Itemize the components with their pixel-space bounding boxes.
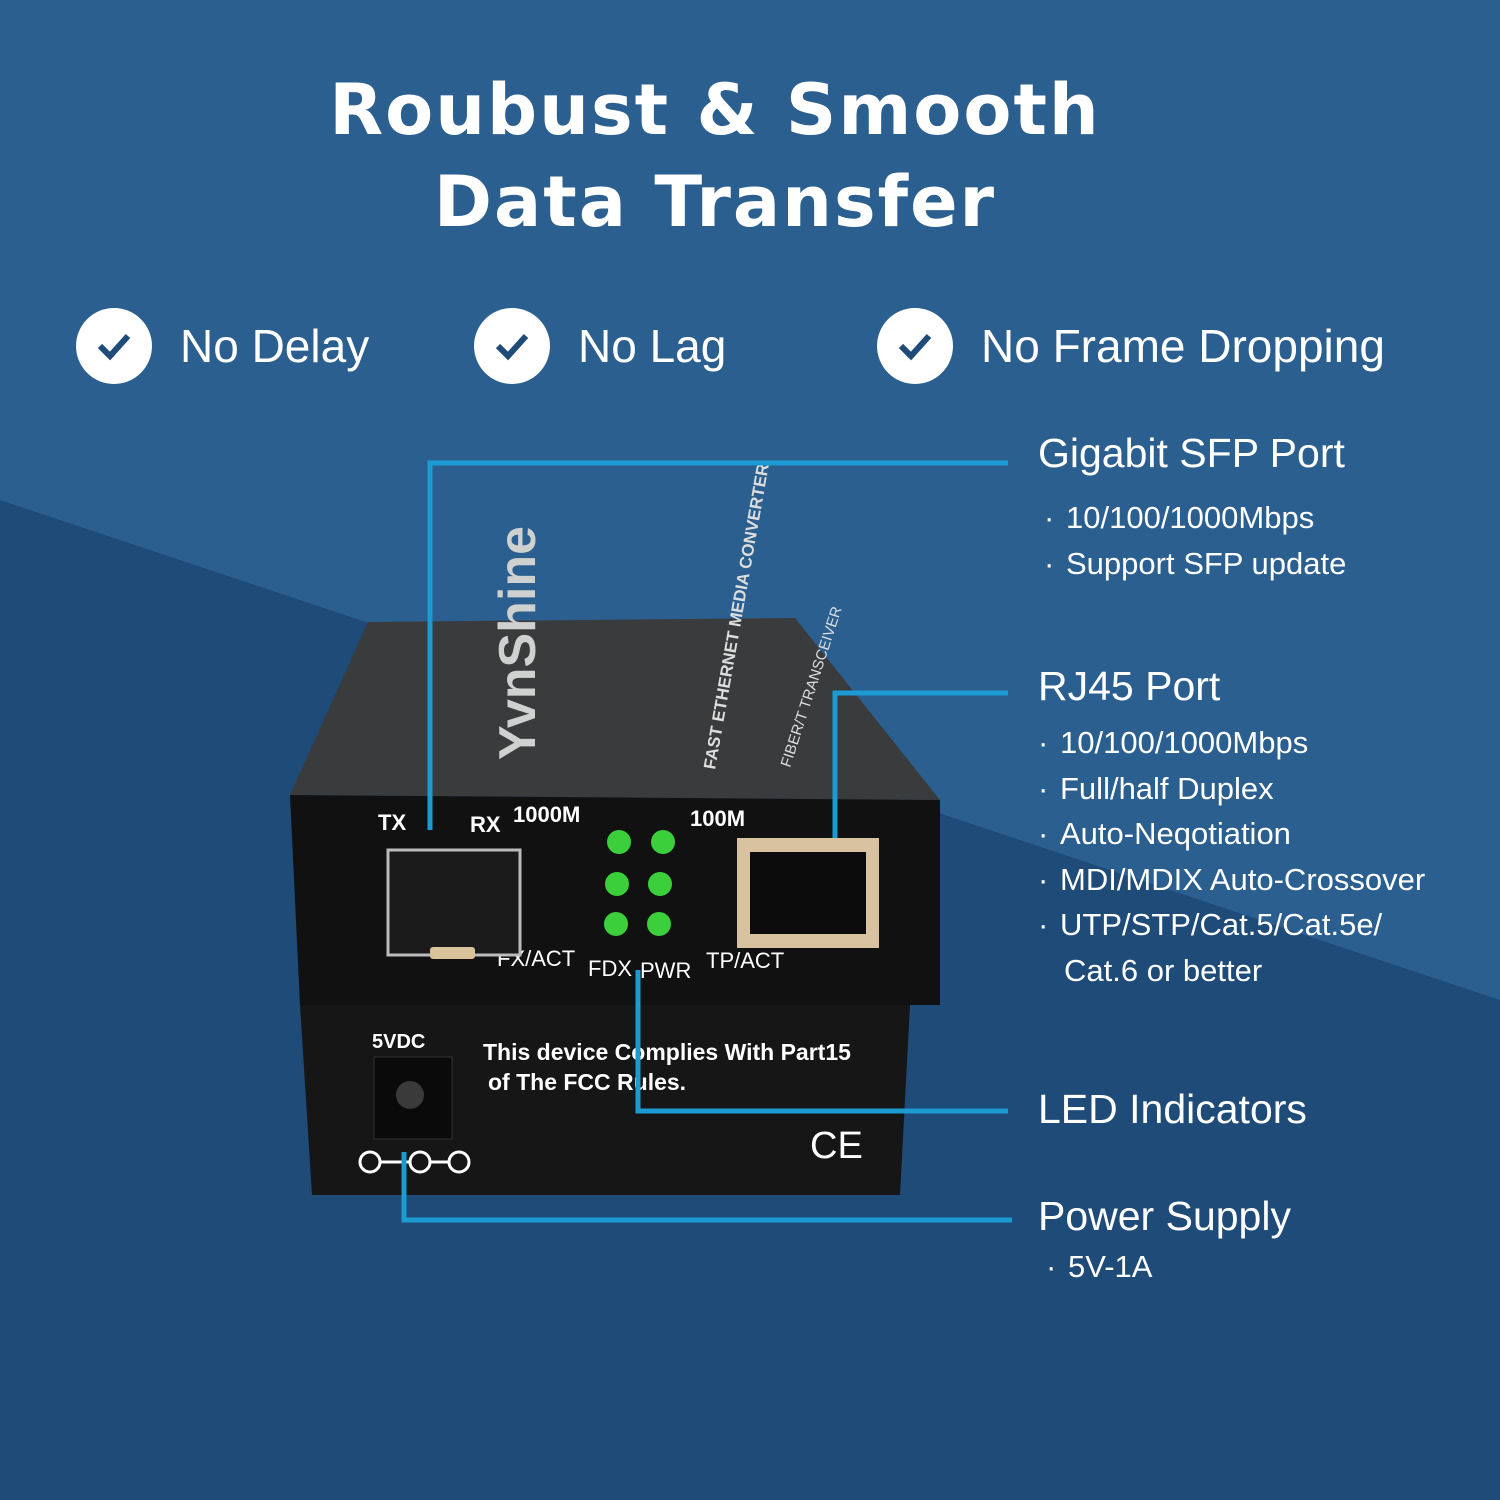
rj45-port-opening (750, 852, 866, 934)
feature-no-frame-dropping: No Frame Dropping (877, 308, 1385, 384)
callout-title: LED Indicators (1038, 1086, 1307, 1132)
callout-title: RJ45 Port (1038, 663, 1221, 709)
callout-power: Power Supply ·5V-1A (1038, 1193, 1291, 1290)
feature-no-lag: No Lag (474, 308, 726, 384)
label-fdx: FDX (588, 956, 632, 981)
check-circle-icon (474, 308, 550, 384)
callout-title: Gigabit SFP Port (1038, 430, 1345, 476)
feature-label: No Delay (180, 320, 370, 372)
leader-line-led (635, 970, 1008, 1114)
spec-item: ·5V-1A (1046, 1249, 1153, 1284)
spec-item: ·Full/half Duplex (1038, 770, 1274, 806)
feature-label: No Frame Dropping (981, 320, 1385, 372)
device-top-surface (290, 618, 940, 800)
fcc-text-1: This device Complies With Part15 (483, 1039, 851, 1065)
feature-no-delay: No Delay (76, 308, 369, 384)
label-tp-act: TP/ACT (706, 948, 784, 973)
led-fdx (604, 912, 628, 936)
callout-sfp: Gigabit SFP Port ·10/100/1000Mbps ·Suppo… (1038, 430, 1346, 586)
ce-mark: CE (810, 1125, 863, 1167)
power-jack-pin (396, 1081, 424, 1109)
spec-item: ·UTP/STP/Cat.5/Cat.5e/ (1038, 907, 1383, 942)
sfp-latch (430, 947, 475, 959)
sfp-port (386, 848, 522, 957)
check-circle-icon (76, 308, 152, 384)
spec-item: ·Support SFP update (1044, 545, 1347, 581)
leader-line-power (401, 1152, 1012, 1223)
led-indicators (604, 830, 675, 936)
led-pwr (647, 912, 671, 936)
leader-line-rj45 (832, 690, 1008, 838)
feature-label: No Lag (578, 320, 727, 372)
label-tx: TX (378, 810, 406, 835)
callout-rj45: RJ45 Port ·10/100/1000Mbps ·Full/half Du… (1038, 663, 1425, 993)
led-100m (651, 830, 675, 854)
check-circle-icon (877, 308, 953, 384)
headline-line2: Data Transfer (433, 161, 997, 243)
device-bottom-unit (300, 1005, 910, 1195)
brand-logo: YvnShine (489, 526, 547, 760)
fcc-text-2: of The FCC Rules. (488, 1069, 686, 1095)
spec-item-continuation: Cat.6 or better (1064, 952, 1263, 988)
label-100m: 100M (690, 806, 745, 831)
spec-item: ·10/100/1000Mbps (1038, 725, 1309, 760)
label-rx: RX (470, 812, 501, 837)
led-1000m (607, 830, 631, 854)
label-pwr: PWR (640, 958, 691, 983)
headline-line1: Roubust & Smooth (329, 69, 1101, 151)
label-5vdc: 5VDC (372, 1031, 425, 1053)
led-tp-act (648, 872, 672, 896)
label-1000m: 1000M (513, 802, 580, 827)
callout-led: LED Indicators (1038, 1086, 1307, 1133)
polarity-icon (358, 1150, 471, 1174)
led-fx-act (605, 872, 629, 896)
callout-title: Power Supply (1038, 1193, 1291, 1239)
leader-line-sfp (427, 460, 1008, 830)
spec-item: ·10/100/1000Mbps (1044, 500, 1315, 535)
spec-item: ·Auto-Neqotiation (1038, 816, 1291, 851)
spec-item: ·MDI/MDIX Auto-Crossover (1038, 861, 1426, 897)
